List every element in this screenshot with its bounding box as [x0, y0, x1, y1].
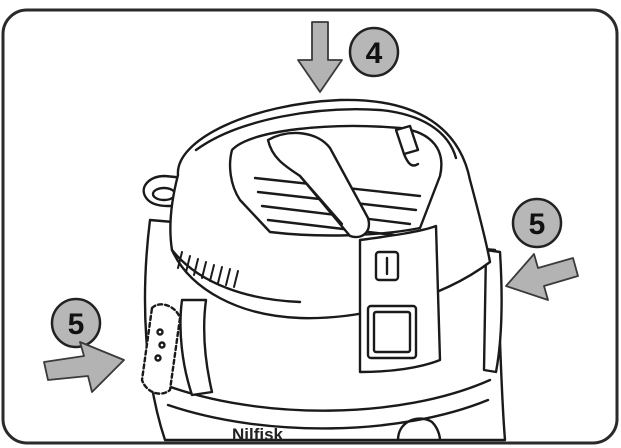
- svg-text:4: 4: [366, 37, 383, 70]
- svg-text:5: 5: [529, 208, 546, 241]
- step-4-badge: 4: [348, 26, 400, 78]
- step-5-left-arrow: [43, 341, 125, 393]
- step-5-right-badge: 5: [511, 197, 563, 249]
- brand-text: Nilfisk: [232, 425, 284, 444]
- cable-strap: [140, 303, 182, 395]
- step-5-left-badge: 5: [50, 297, 102, 349]
- vent-grille: [177, 251, 239, 288]
- left-handle-socket: [179, 298, 214, 397]
- step-4-arrow: [297, 21, 343, 93]
- vacuum-machine: [140, 98, 507, 442]
- container-lower-band: [163, 378, 492, 412]
- carry-handle: [266, 131, 371, 239]
- svg-text:5: 5: [68, 308, 85, 341]
- step-5-right-arrow: [505, 253, 579, 301]
- right-latch: [482, 248, 503, 374]
